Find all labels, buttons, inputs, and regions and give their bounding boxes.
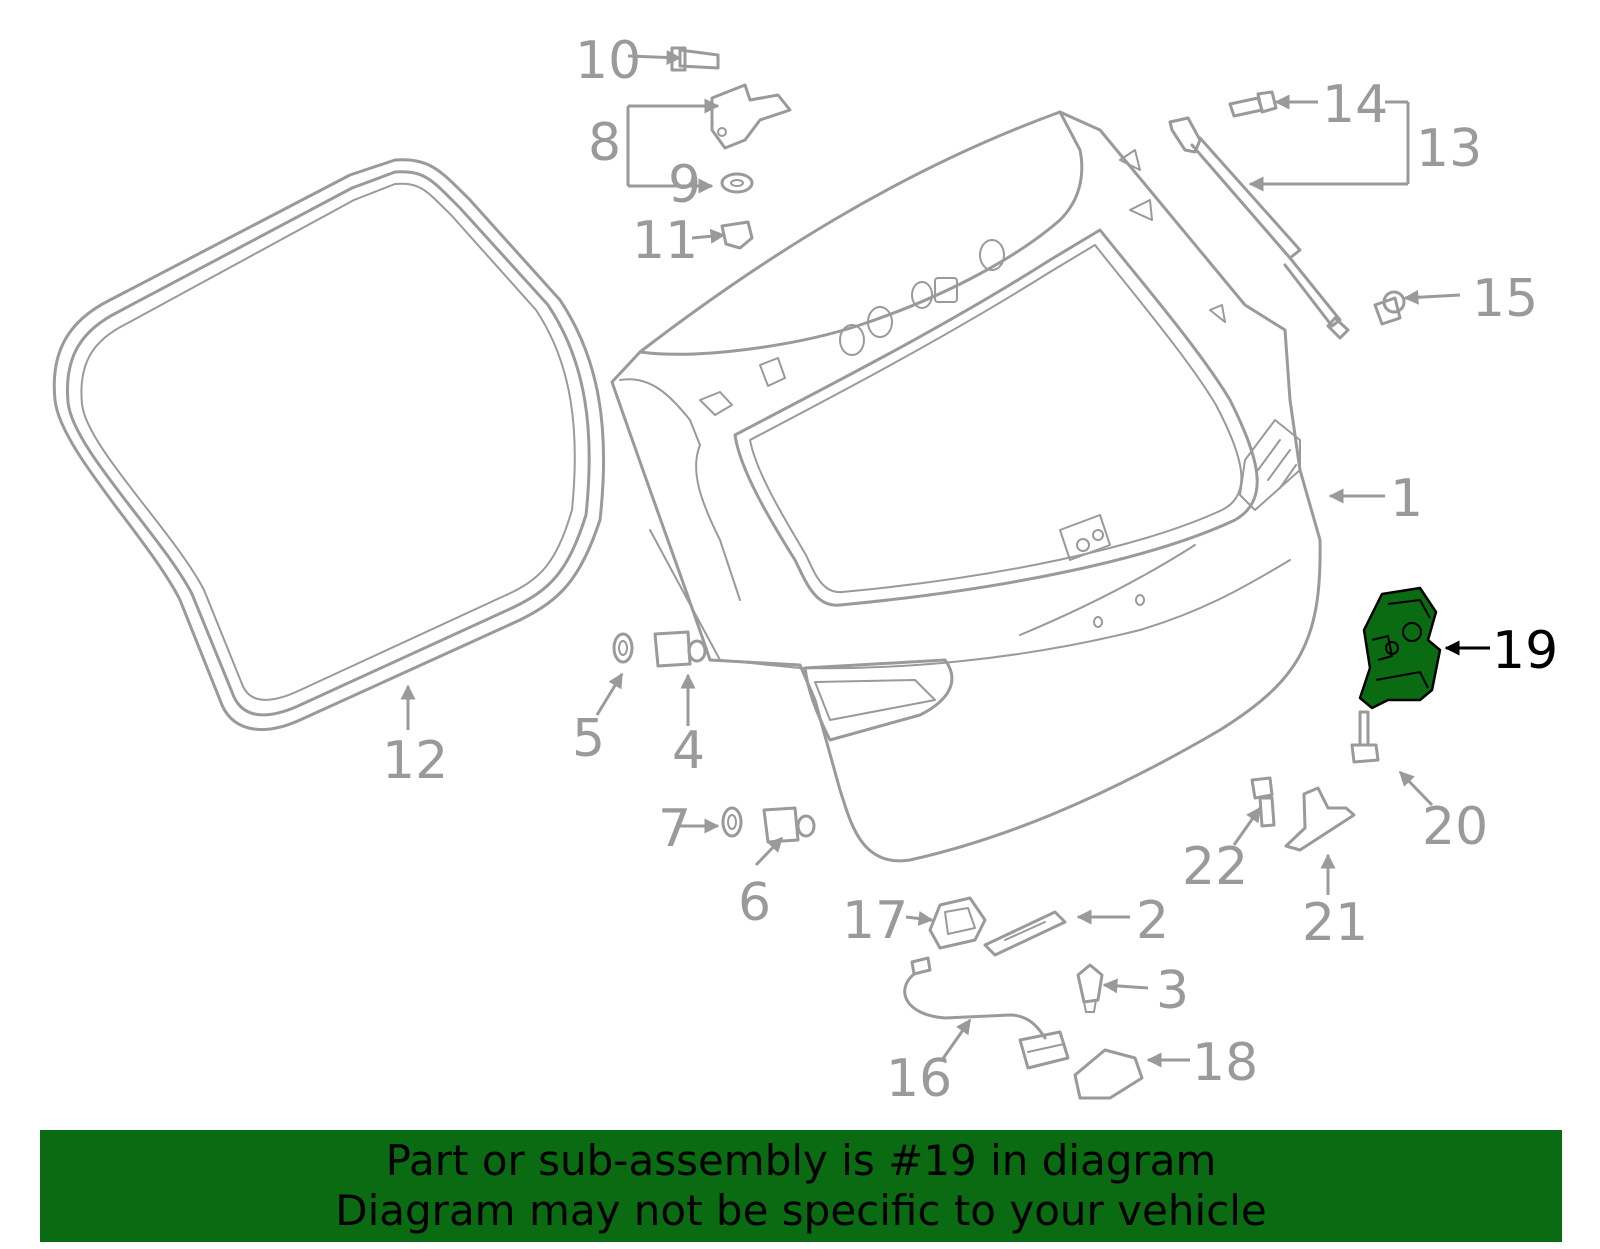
callout-22: 22	[1182, 837, 1248, 897]
callout-17: 17	[842, 891, 908, 951]
grommet-5	[612, 632, 634, 664]
notice-banner: Part or sub-assembly is #19 in diagram D…	[40, 1130, 1562, 1242]
callout-14: 14	[1322, 75, 1388, 135]
callout-1: 1	[1390, 469, 1423, 529]
bolt-22	[1250, 776, 1276, 828]
wiring-harness-16	[903, 956, 1070, 1070]
callout-10: 10	[575, 31, 641, 91]
callout-15: 15	[1472, 269, 1538, 329]
weatherstrip-seal	[52, 158, 606, 732]
callout-20: 20	[1422, 797, 1488, 857]
leader-lines	[400, 49, 1490, 1068]
callout-16: 16	[886, 1049, 952, 1109]
ball-stud-15	[1373, 290, 1406, 326]
banner-line-2: Diagram may not be specific to your vehi…	[335, 1186, 1267, 1235]
callout-5: 5	[572, 709, 605, 769]
pad-18	[1073, 1048, 1144, 1100]
striker-21	[1284, 786, 1356, 852]
washer-9	[720, 172, 754, 194]
lift-support-strut	[1168, 116, 1350, 340]
liftgate-panel	[610, 110, 1322, 863]
callout-18: 18	[1192, 1033, 1258, 1093]
clip-3	[1076, 963, 1104, 1013]
trim-plate-2	[983, 910, 1067, 957]
callout-6: 6	[738, 873, 771, 933]
callout-12: 12	[382, 731, 448, 791]
callout-3: 3	[1156, 961, 1189, 1021]
callout-11: 11	[632, 211, 698, 271]
callout-21: 21	[1302, 893, 1368, 953]
license-lamp-17	[928, 896, 987, 950]
bumper-6	[762, 806, 816, 844]
latch-assembly-19-highlighted	[1358, 586, 1442, 710]
callout-4: 4	[672, 721, 705, 781]
callout-19-highlighted: 19	[1492, 621, 1558, 681]
bolt-14	[1228, 90, 1278, 118]
banner-line-1: Part or sub-assembly is #19 in diagram	[385, 1136, 1217, 1185]
callout-7: 7	[658, 799, 691, 859]
callout-labels: 10 8 9 11 14 13 15 1 12 5 4 7 6 17 2 3 1…	[382, 31, 1558, 1109]
callout-2: 2	[1136, 891, 1169, 951]
bumper-4	[653, 630, 707, 668]
nut-11	[720, 220, 754, 250]
callout-13: 13	[1416, 119, 1482, 179]
hinge-8	[710, 83, 792, 150]
callout-9: 9	[668, 155, 701, 215]
bolt-20	[1350, 710, 1380, 764]
callout-8: 8	[588, 113, 621, 173]
grommet-7	[721, 806, 743, 838]
